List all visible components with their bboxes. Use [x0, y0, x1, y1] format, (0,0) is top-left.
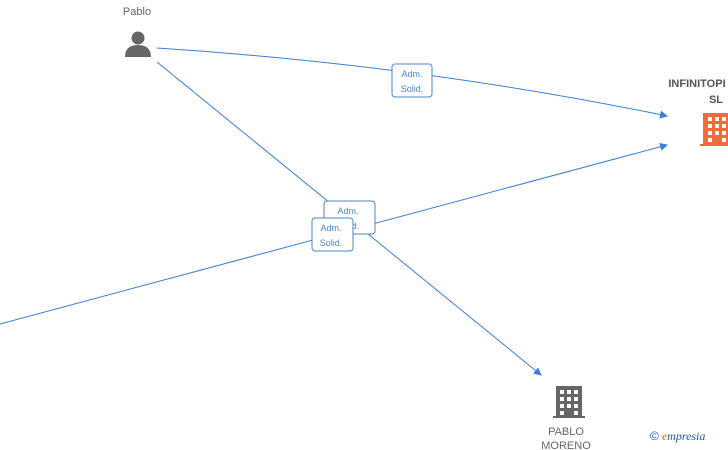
person-icon [125, 31, 151, 57]
edge-label-offscreen-infinitop[interactable]: Adm. Solid. [311, 217, 354, 252]
node-label: Pablo [123, 6, 151, 18]
brand-name: mpresia [667, 429, 706, 443]
node-label-line-1: PABLO [548, 426, 584, 438]
node-infinitop[interactable]: INFINITOPI SL [668, 78, 728, 146]
node-label-line-2: MORENO [541, 440, 591, 450]
node-label-line-1: INFINITOPI [668, 78, 725, 90]
node-pablo[interactable]: Pablo [123, 6, 151, 57]
edge-label-line-1: Adm. [401, 69, 422, 79]
node-label-line-2: SL [709, 94, 723, 106]
edge-label-line-1: Adm. [320, 223, 341, 233]
brand-initial: e [661, 429, 668, 443]
building-icon [553, 386, 585, 418]
edge-label-line-2: Solid. [320, 238, 343, 248]
copyright-symbol: © [650, 429, 659, 443]
edge-label-line-1: Adm. [337, 206, 358, 216]
edge-label-pablo-infinitop[interactable]: Adm. Solid. [391, 63, 433, 98]
node-pablo-moreno[interactable]: PABLO MORENO [541, 386, 591, 450]
building-icon [700, 113, 728, 146]
empresia-watermark: ©empresia [650, 429, 705, 444]
edge-label-line-2: Solid. [401, 84, 424, 94]
